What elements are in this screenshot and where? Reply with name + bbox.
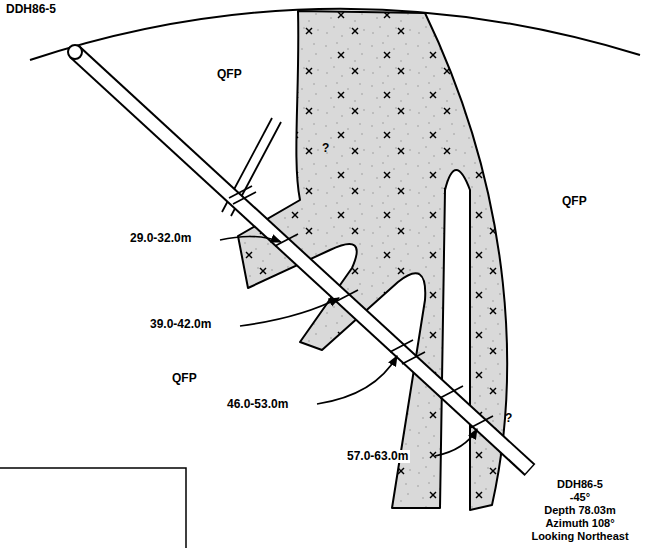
rock-unit: QFP	[215, 68, 244, 81]
hole-info: Depth 78.03m	[542, 504, 618, 517]
uncertain-contact: ?	[322, 142, 329, 155]
hole-info: DDH86-5	[555, 478, 605, 491]
interval-label: 46.0-53.0m	[225, 398, 290, 411]
hole-info: Azimuth 108°	[543, 517, 616, 530]
ground-surface	[30, 9, 640, 60]
interval-label: 57.0-63.0m	[345, 450, 410, 463]
contact-ticks	[229, 186, 493, 428]
frame-corner	[0, 468, 186, 548]
rock-unit: QFP	[560, 195, 589, 208]
interval-leaders	[220, 236, 477, 456]
hole-info: Looking Northeast	[529, 530, 630, 543]
interval-label: 29.0-32.0m	[128, 232, 193, 245]
hole-name: DDH86-5	[4, 3, 58, 16]
hole-info: -45°	[568, 491, 592, 504]
interval-label: 39.0-42.0m	[148, 318, 213, 331]
drill-hole	[68, 45, 530, 470]
intrusive-body	[238, 11, 507, 510]
uncertain-contact: ?	[505, 412, 512, 425]
rock-unit: QFP	[170, 372, 199, 385]
